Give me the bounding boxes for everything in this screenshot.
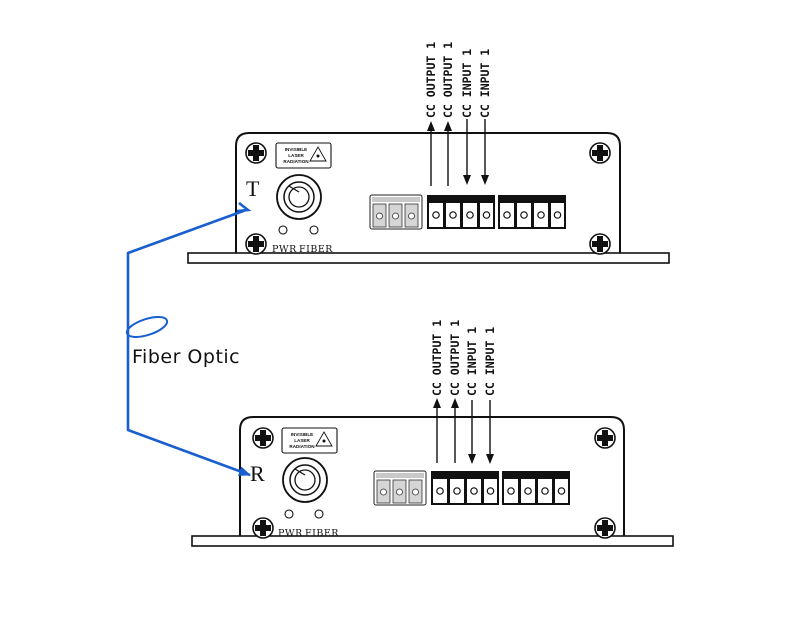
fiber-optic-link [125, 201, 252, 477]
fiber-optic-label: Fiber Optic [132, 346, 240, 368]
device-body [191, 416, 674, 547]
cc-signal-label: CC INPUT 1 [465, 327, 479, 396]
cc-signal-label: CC INPUT 1 [483, 327, 497, 396]
mounting-screw [589, 142, 611, 164]
mounting-screw [589, 233, 611, 255]
mounting-screw [245, 233, 267, 255]
receiver-unit: INVISIBLE LASER RADIATION R PWR FIBER [191, 320, 674, 547]
warning-line: LASER [288, 153, 304, 158]
aux-terminal-block[interactable] [498, 195, 566, 229]
fiber-port[interactable] [282, 457, 328, 503]
mounting-screw [594, 427, 616, 449]
fiber-arrow-head [236, 201, 252, 213]
laser-warning-label: INVISIBLE LASER RADIATION [281, 427, 338, 454]
aux-terminal-block[interactable] [502, 471, 570, 505]
cc-terminal-block[interactable] [427, 195, 495, 229]
laser-hazard-icon [315, 431, 333, 447]
cc-signal-label: CC OUTPUT 1 [441, 42, 455, 118]
cc-signal-label: CC OUTPUT 1 [448, 320, 462, 396]
warning-line: INVISIBLE [291, 432, 313, 437]
warning-line: RADIATION [283, 159, 309, 164]
fiber-cable-line [126, 208, 251, 477]
unit-letter: R [250, 461, 265, 486]
fiber-led [309, 225, 319, 235]
mounting-screw [252, 427, 274, 449]
warning-line: LASER [294, 438, 310, 443]
fiber-led [314, 509, 324, 519]
signal-arrow-in [481, 119, 489, 185]
signal-arrow-out [451, 398, 459, 463]
signal-arrow-out [433, 398, 441, 463]
cc-terminal-block[interactable] [431, 471, 499, 505]
power-terminal-block[interactable] [369, 194, 423, 230]
power-terminal-block[interactable] [373, 470, 427, 506]
led-label-fiber: FIBER [299, 244, 333, 255]
signal-arrow-out [427, 121, 435, 186]
cc-signal-label: CC OUTPUT 1 [424, 42, 438, 118]
led-label-fiber: FIBER [305, 528, 339, 539]
led-label-pwr: PWR [272, 244, 297, 255]
signal-arrow-in [486, 400, 494, 464]
cc-signal-label: CC OUTPUT 1 [430, 320, 444, 396]
signal-arrow-in [463, 119, 471, 185]
unit-letter: T [246, 176, 260, 201]
mounting-screw [594, 517, 616, 539]
mounting-screw [245, 142, 267, 164]
warning-line: INVISIBLE [285, 147, 307, 152]
pwr-led [284, 509, 294, 519]
laser-hazard-icon [309, 146, 327, 162]
cc-signal-label: CC INPUT 1 [460, 49, 474, 118]
mounting-screw [252, 517, 274, 539]
signal-arrow-in [468, 400, 476, 464]
warning-line: RADIATION [289, 444, 315, 449]
cable-bundle-icon [125, 315, 169, 339]
device-body [187, 132, 670, 264]
cc-signal-label: CC INPUT 1 [478, 49, 492, 118]
fiber-port[interactable] [276, 174, 322, 220]
signal-arrow-out [444, 121, 452, 186]
pwr-led [278, 225, 288, 235]
laser-warning-label: INVISIBLE LASER RADIATION [275, 142, 332, 169]
led-label-pwr: PWR [278, 528, 303, 539]
transmitter-unit: INVISIBLE LASER RADIATION T PWR FIBER [187, 42, 670, 264]
